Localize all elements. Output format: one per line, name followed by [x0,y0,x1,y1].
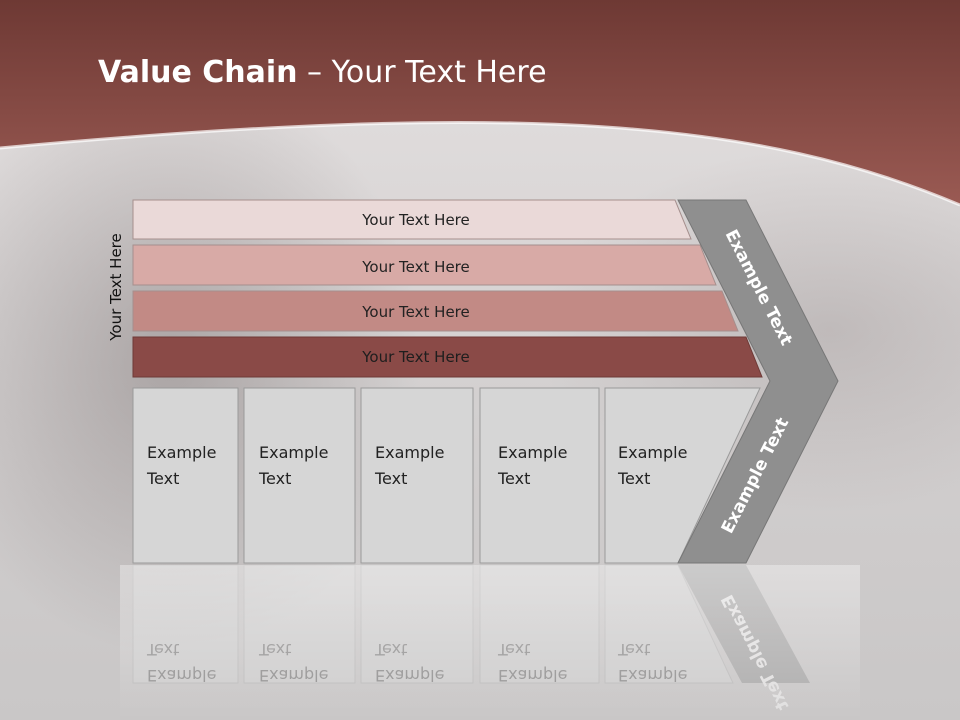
chevron-arrow [677,199,839,564]
slide-title: Value Chain – Your Text Here [98,55,547,90]
bar-4 [132,336,763,378]
column-1 [132,387,239,564]
slide-title-rest: – Your Text Here [297,55,547,90]
column-4 [479,387,600,564]
slide-title-bold: Value Chain [98,55,298,90]
bar-1-label: Your Text Here [361,211,469,229]
column-3 [360,387,474,564]
reflection-fade [120,565,860,720]
bar-1 [132,199,692,240]
header-band [0,0,960,205]
column-2 [243,387,356,564]
side-vertical-label: Your Text Here [107,233,125,341]
bar-3-label: Your Text Here [361,303,469,321]
bar-4-label: Your Text Here [361,348,469,366]
bar-2 [132,244,717,286]
bar-3 [132,290,739,332]
header-highlight-curve [0,120,960,207]
bar-2-label: Your Text Here [361,258,469,276]
